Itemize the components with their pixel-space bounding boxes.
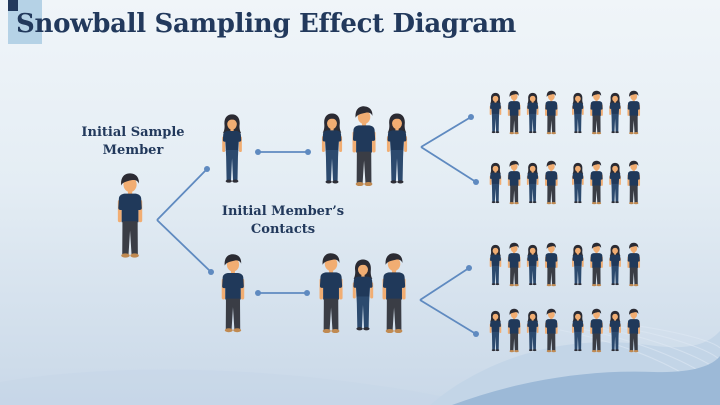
person-man — [507, 308, 521, 353]
person-man — [545, 242, 558, 287]
person-man — [590, 160, 603, 205]
person-woman — [489, 244, 502, 286]
person-woman — [526, 162, 539, 204]
figures-layer — [117, 90, 641, 353]
person-woman — [489, 162, 502, 204]
person-man — [319, 253, 343, 334]
person-man — [627, 160, 641, 205]
label-initial-members-contacts: Initial Member’s Contacts — [221, 204, 345, 238]
person-man — [382, 253, 406, 334]
person-woman — [609, 92, 621, 134]
person-woman — [526, 310, 539, 352]
connector-group-bottom-branch — [419, 267, 477, 335]
person-woman — [526, 244, 539, 286]
title-accent-square-dark — [8, 0, 18, 11]
person-man — [627, 90, 641, 135]
person-woman — [572, 244, 584, 286]
wave-deep — [452, 356, 720, 405]
connector-endpoint-dots — [204, 114, 479, 337]
person-man — [507, 160, 521, 205]
person-man — [590, 308, 603, 353]
person-man — [627, 242, 641, 287]
person-man — [590, 90, 603, 135]
person-woman — [222, 114, 242, 183]
person-woman — [609, 162, 621, 204]
connector-lines — [156, 114, 479, 337]
person-woman — [489, 310, 502, 352]
person-man — [352, 106, 376, 187]
person-woman — [352, 259, 374, 331]
person-man — [590, 242, 603, 287]
connector-initial-branch — [156, 168, 212, 273]
person-woman — [526, 92, 539, 134]
person-woman — [386, 113, 408, 184]
person-man — [507, 242, 521, 287]
wave-sheen — [0, 369, 480, 405]
person-man — [507, 90, 521, 135]
person-woman — [609, 244, 621, 286]
person-woman — [321, 113, 343, 184]
person-man — [545, 90, 558, 135]
person-man — [545, 308, 558, 353]
label-initial-sample-member: Initial Sample Member — [81, 125, 185, 159]
person-woman — [572, 92, 584, 134]
person-man — [545, 160, 558, 205]
person-man — [221, 254, 245, 333]
person-man — [117, 173, 143, 258]
page-title: Snowball Sampling Effect Diagram — [16, 9, 516, 39]
connector-group-top-branch — [420, 116, 477, 183]
person-woman — [572, 162, 584, 204]
person-woman — [609, 310, 621, 352]
person-woman — [572, 310, 584, 352]
person-woman — [489, 92, 502, 134]
person-man — [627, 308, 641, 353]
